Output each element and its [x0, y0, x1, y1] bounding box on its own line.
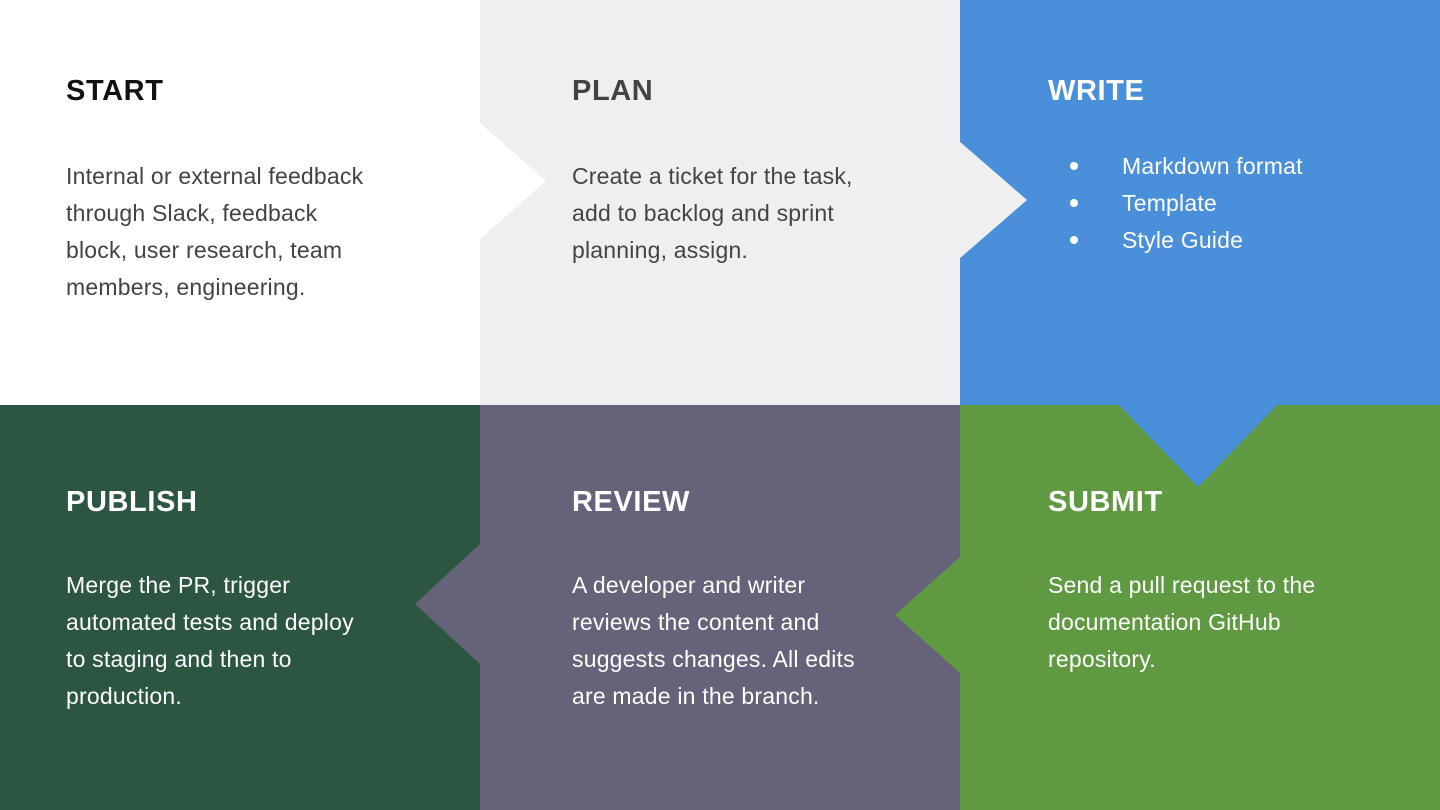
body-line: add to backlog and sprint	[572, 200, 835, 226]
panel-write-title: WRITE	[1048, 75, 1145, 107]
panel-review-body: A developer and writer reviews the conte…	[572, 567, 855, 715]
body-line: block, user research, team	[66, 237, 343, 263]
body-line: Internal or external feedback	[66, 163, 364, 189]
panel-start-title: START	[66, 75, 164, 107]
body-line: A developer and writer	[572, 572, 806, 598]
body-line: are made in the branch.	[572, 683, 820, 709]
panel-publish-title: PUBLISH	[66, 486, 198, 518]
body-line: members, engineering.	[66, 274, 306, 300]
panel-review: REVIEW A developer and writer reviews th…	[480, 405, 960, 810]
body-line: suggests changes. All edits	[572, 646, 855, 672]
body-line: Create a ticket for the task,	[572, 163, 853, 189]
body-line: production.	[66, 683, 182, 709]
panel-review-title: REVIEW	[572, 486, 690, 518]
panel-plan-title: PLAN	[572, 75, 654, 107]
panel-publish: PUBLISH Merge the PR, trigger automated …	[0, 405, 480, 810]
panel-write-bullet-list: Markdown format Template Style Guide	[1048, 148, 1303, 259]
panel-submit-title: SUBMIT	[1048, 486, 1163, 518]
body-line: Send a pull request to the	[1048, 572, 1316, 598]
panel-publish-body: Merge the PR, trigger automated tests an…	[66, 567, 354, 715]
panel-submit-body: Send a pull request to the documentation…	[1048, 567, 1315, 678]
body-line: to staging and then to	[66, 646, 292, 672]
body-line: planning, assign.	[572, 237, 749, 263]
bullet-item: Style Guide	[1048, 222, 1303, 259]
bullet-item: Markdown format	[1048, 148, 1303, 185]
body-line: reviews the content and	[572, 609, 820, 635]
body-line: through Slack, feedback	[66, 200, 318, 226]
body-line: documentation GitHub	[1048, 609, 1281, 635]
bullet-item: Template	[1048, 185, 1303, 222]
body-line: repository.	[1048, 646, 1156, 672]
body-line: automated tests and deploy	[66, 609, 354, 635]
panel-start-body: Internal or external feedback through Sl…	[66, 158, 363, 306]
panel-plan: PLAN Create a ticket for the task, add t…	[480, 0, 960, 405]
panel-start: START Internal or external feedback thro…	[0, 0, 480, 405]
panel-plan-body: Create a ticket for the task, add to bac…	[572, 158, 853, 269]
panel-write: WRITE Markdown format Template Style Gui…	[960, 0, 1440, 405]
body-line: Merge the PR, trigger	[66, 572, 291, 598]
